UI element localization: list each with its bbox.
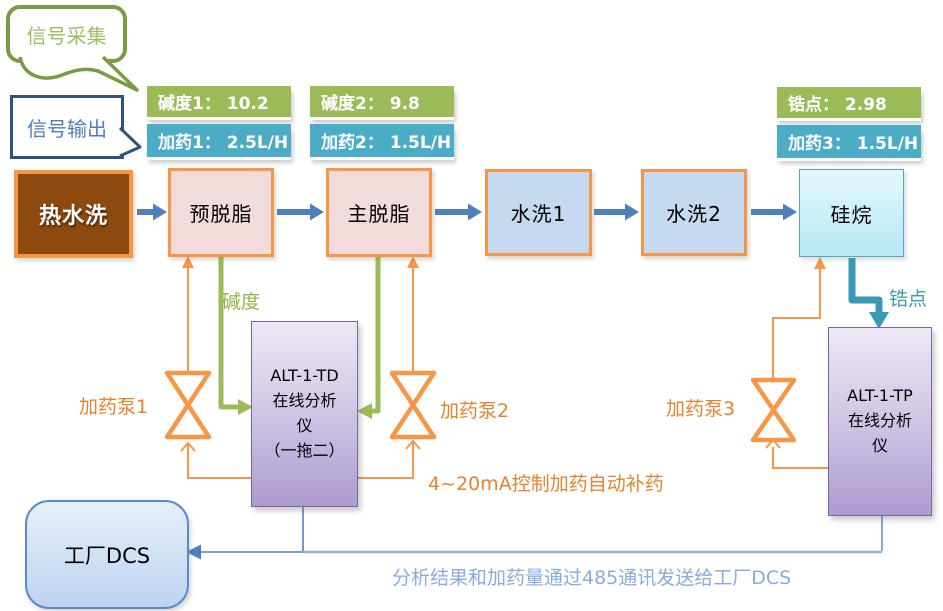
pump-valve-icon-2: [389, 370, 437, 440]
flow-arrow-1: [137, 203, 167, 221]
flow-arrow-3: [435, 203, 482, 221]
signal-output-label: 信号输出: [27, 116, 107, 141]
station-silane: 硅烷: [799, 169, 904, 257]
signal-output-callout: 信号输出: [10, 95, 124, 159]
alkalinity-line-main-degrease: [357, 257, 381, 419]
pump1-label: 加药泵1: [79, 396, 149, 418]
dosing-line-pump2: [357, 256, 421, 479]
zirconium-readout: 锆点： 2.98: [777, 87, 921, 118]
alkalinity2-readout: 碱度2： 9.8: [310, 86, 454, 117]
pump-valve-icon-1: [164, 370, 212, 440]
ma-control-annotation: 4~20mA控制加药自动补药: [428, 473, 664, 495]
station-rinse-1: 水洗1: [485, 169, 592, 256]
alkalinity-line-label: 碱度: [222, 291, 261, 313]
analyzer-alt-1-tp: ALT-1-TP 在线分析 仪: [828, 327, 932, 516]
zirconium-line-silane: [848, 258, 889, 329]
alkalinity-line-pre-degrease: [218, 257, 253, 415]
factory-dcs-label: 工厂DCS: [63, 543, 151, 568]
analyzer-alt-1-td: ALT-1-TD 在线分析 仪 （一拖二）: [251, 321, 358, 507]
flow-arrow-4: [594, 203, 639, 221]
dosing1-readout: 加药1： 2.5L/H: [147, 124, 291, 157]
station-hot-wash: 热水洗: [14, 170, 133, 258]
flow-arrow-5: [751, 203, 797, 221]
signal-collect-label: 信号采集: [26, 23, 107, 48]
station-rinse-2: 水洗2: [641, 169, 747, 256]
flow-arrow-2: [277, 203, 324, 221]
dosing-line-pump3: [765, 257, 828, 469]
station-pre-degrease: 预脱脂: [168, 168, 274, 257]
pump3-label: 加药泵3: [666, 398, 736, 420]
pump-valve-icon-3: [750, 377, 797, 443]
station-main-degrease: 主脱脂: [326, 168, 432, 257]
dosing3-readout: 加药3： 1.5L/H: [777, 125, 921, 158]
dosing2-readout: 加药2： 1.5L/H: [310, 124, 454, 157]
zirconium-line-label: 锆点: [889, 288, 928, 310]
factory-dcs-box: 工厂DCS: [25, 500, 189, 609]
rs485-link-line: [186, 507, 883, 560]
rs485-annotation: 分析结果和加药量通过485通讯发送给工厂DCS: [392, 567, 792, 589]
dosing-line-pump1: [180, 256, 251, 479]
alkalinity1-readout: 碱度1： 10.2: [147, 86, 291, 117]
pump2-label: 加药泵2: [440, 400, 510, 422]
signal-collect-callout: 信号采集: [6, 5, 127, 63]
